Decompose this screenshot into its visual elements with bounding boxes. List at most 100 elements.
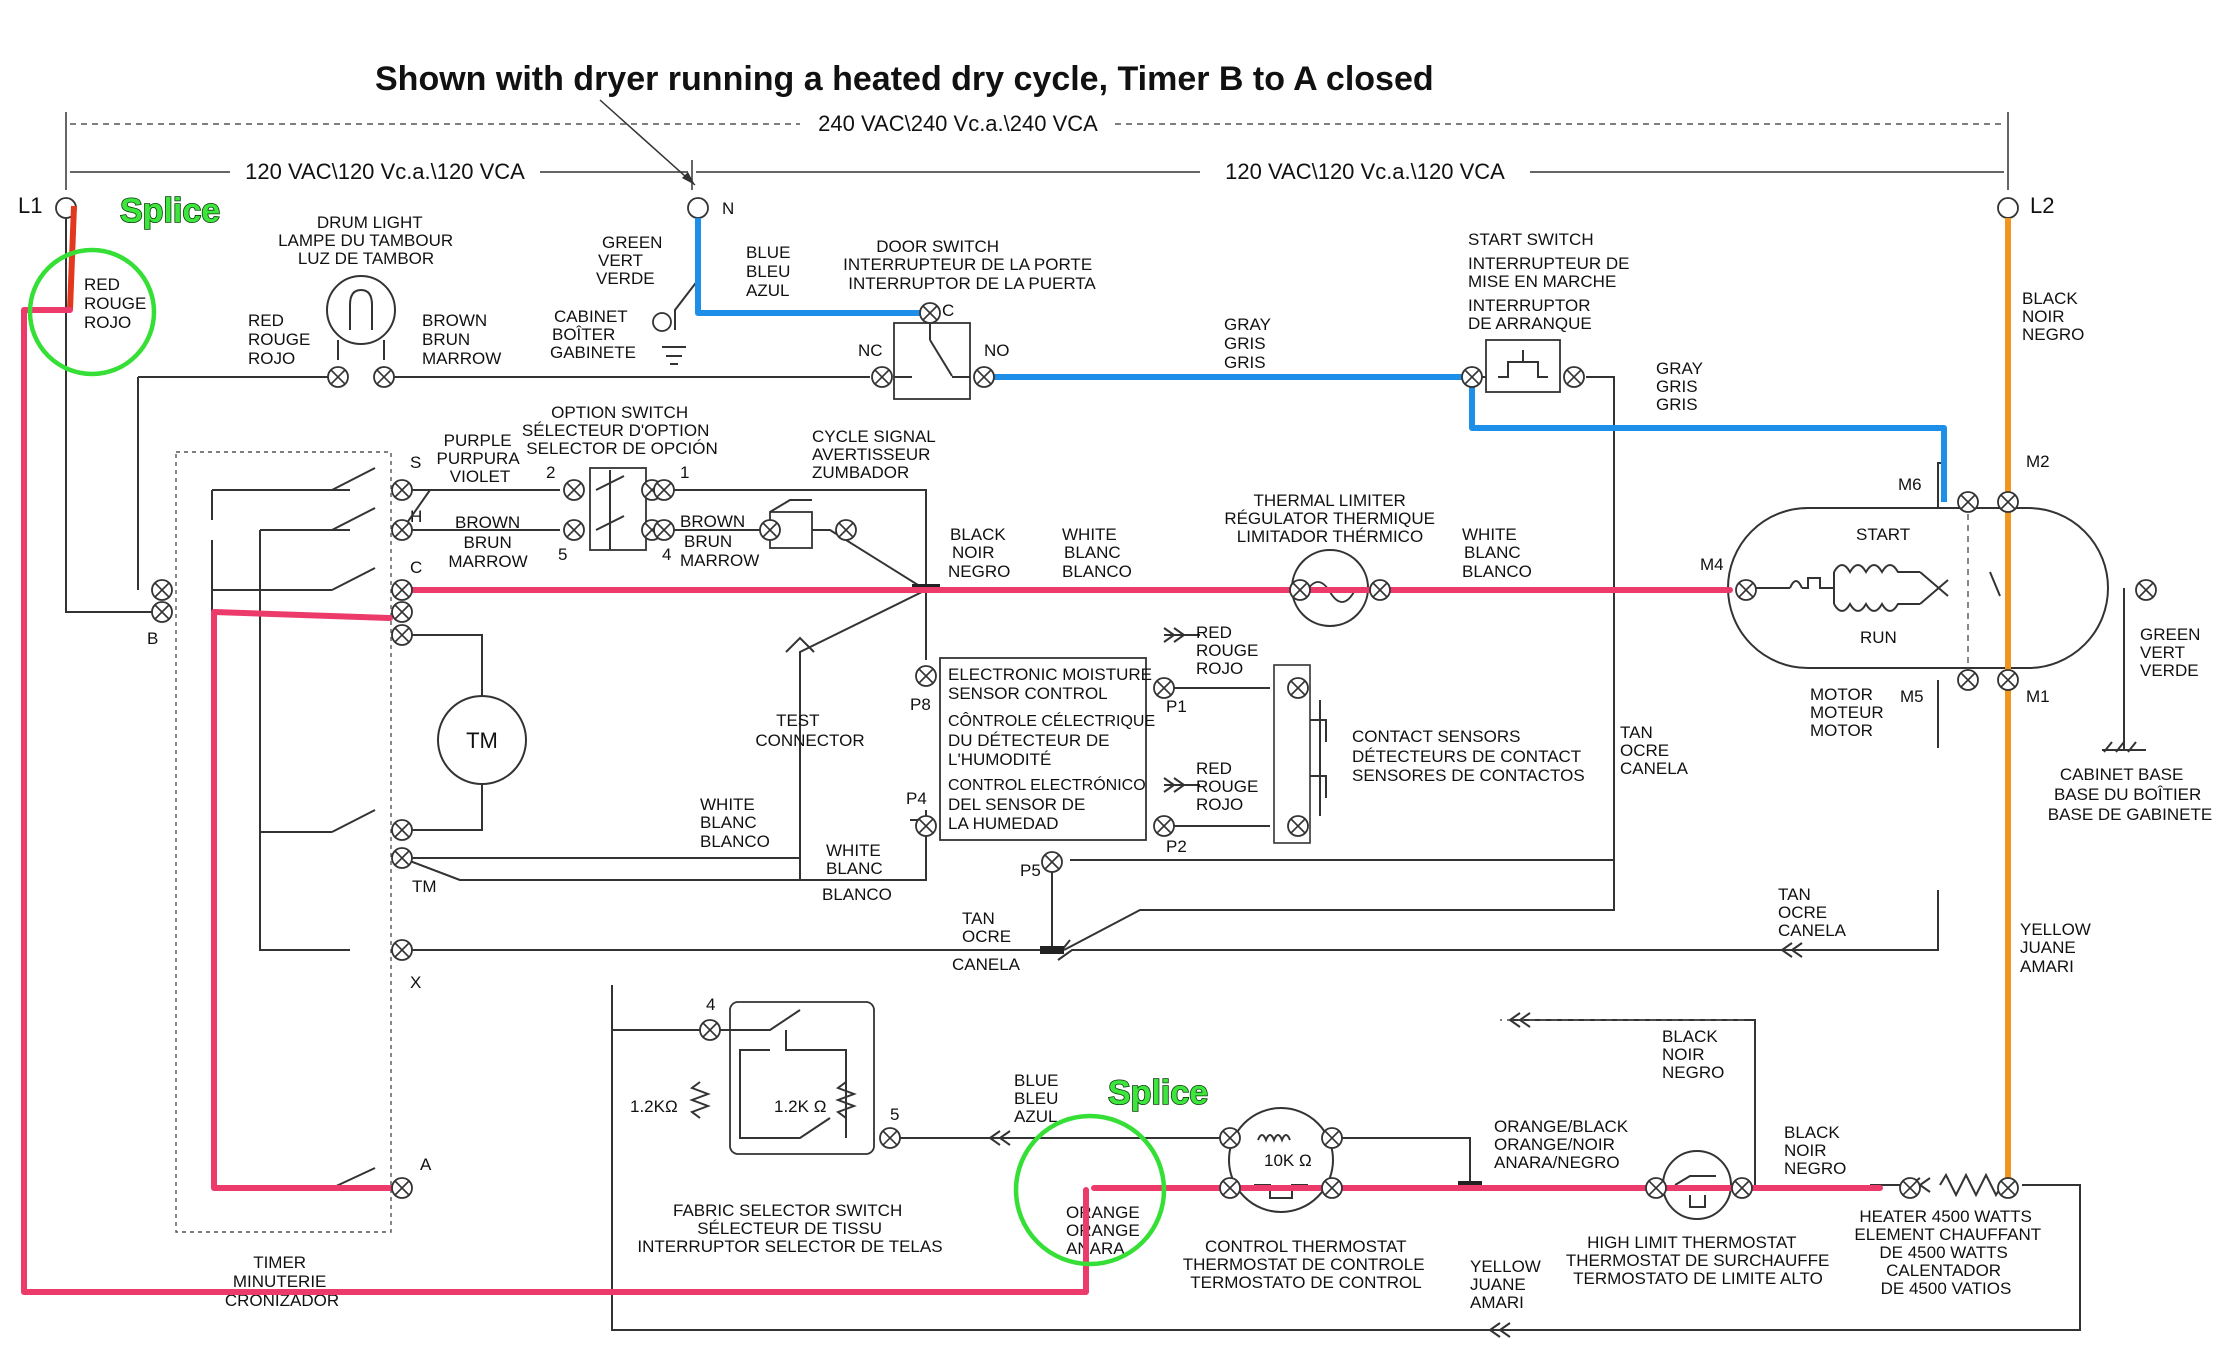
- timer-a-label: A: [420, 1155, 432, 1174]
- motor-m2-label: M2: [2026, 452, 2050, 471]
- timer-enclosure: [175, 451, 392, 1233]
- terminal-marker: [1957, 491, 1979, 513]
- terminal-marker: [391, 847, 413, 869]
- motor-start-label: START: [1856, 525, 1910, 544]
- emsc-box: [939, 657, 1147, 841]
- l2-label: L2: [2030, 193, 2054, 218]
- motor-overload: [1756, 577, 1834, 589]
- terminal-marker: [391, 624, 413, 646]
- red-l1-wire-label: RED ROUGE ROJO: [84, 275, 151, 332]
- gray-wire-2-label: GRAY GRIS GRIS: [1656, 359, 1707, 414]
- door-switch-c-label: C: [942, 301, 954, 320]
- high-limit-bimetal: [1674, 1175, 1716, 1208]
- purple-wire-label: PURPLE PURPURA VIOLET: [437, 431, 524, 486]
- terminal-marker: [915, 815, 937, 837]
- timer-contact-c: [212, 567, 376, 591]
- emsc-p5-label: P5: [1020, 861, 1041, 880]
- timer-c-label: C: [410, 558, 422, 577]
- terminal-marker: [1153, 815, 1175, 837]
- motor-run-label: RUN: [1860, 628, 1897, 647]
- timer-tm-label: TM: [412, 877, 437, 896]
- brown-h-wire-label: BROWN BRUN MARROW: [448, 513, 527, 571]
- timer-b-label: B: [147, 629, 158, 648]
- terminal-marker: [1289, 579, 1311, 601]
- fabric-selector-t4: 4: [706, 995, 715, 1014]
- black-mid-wire-label: BLACK NOIR NEGRO: [948, 525, 1010, 581]
- emsc-label: ELECTRONIC MOISTURE SENSOR CONTROL CÔNTR…: [948, 665, 1160, 833]
- terminal-marker: [1997, 669, 2019, 691]
- terminal-marker: [391, 579, 413, 601]
- terminal-marker: [151, 579, 173, 601]
- terminal-marker: [879, 1127, 901, 1149]
- cabinet-ground-terminal: [652, 312, 672, 332]
- gray-wire-1-label: GRAY GRIS GRIS: [1224, 315, 1275, 372]
- resistor-1-label: 1.2KΩ: [630, 1097, 678, 1116]
- brown-lamp-wire-label: BROWN BRUN MARROW: [422, 311, 501, 368]
- terminal-marker: [1899, 1177, 1921, 1199]
- white-right-wire-label: WHITE BLANC BLANCO: [1462, 525, 1532, 581]
- terminal-marker: [1219, 1127, 1241, 1149]
- fabric-selector-body: [729, 1001, 875, 1155]
- terminal-marker: [2135, 579, 2157, 601]
- terminal-marker: [1153, 677, 1175, 699]
- red-p2-wire-label: RED ROUGE ROJO: [1196, 759, 1263, 814]
- terminal-marker: [327, 366, 349, 388]
- drum-light-filament: [349, 288, 373, 330]
- option-switch-t5: 5: [558, 545, 567, 564]
- terminal-marker: [1957, 669, 1979, 691]
- cycle-signal-wire-2: [664, 529, 927, 591]
- tan-splice-block: [1040, 946, 1064, 954]
- test-connector-plug: [785, 636, 815, 653]
- drum-light-bulb: [326, 275, 396, 345]
- test-connector-label: TEST CONNECTOR: [755, 711, 864, 750]
- terminal-marker: [1997, 1177, 2019, 1199]
- fabric-selector-contacts: [710, 1009, 847, 1139]
- yellow-right-wire-label: YELLOW JUANE AMARI: [2020, 920, 2096, 976]
- terminal-marker: [1321, 1177, 1343, 1199]
- terminal-marker: [759, 519, 781, 541]
- blue-n-wire-label: BLUE BLEU AZUL: [746, 243, 795, 300]
- terminal-marker: [391, 479, 413, 501]
- terminal-marker: [1219, 1177, 1241, 1199]
- thermal-limiter-label: THERMAL LIMITER RÉGULATOR THERMIQUE LIMI…: [1224, 491, 1439, 546]
- resistor-2-symbol: [835, 1081, 857, 1119]
- motor-switch-contacts: [1919, 571, 1949, 605]
- terminal-marker: [1645, 1177, 1667, 1199]
- motor-run-winding: [1833, 601, 1920, 612]
- blue-wire-connector: [988, 1130, 1011, 1146]
- voltage-120-left: 120 VAC\120 Vc.a.\120 VCA: [245, 159, 525, 184]
- blue-gray-highlight: [980, 374, 1947, 502]
- terminal-marker: [391, 601, 413, 623]
- terminal-marker: [391, 939, 413, 961]
- yellow-bottom-wire-label: YELLOW JUANE AMARI: [1470, 1257, 1546, 1312]
- terminal-marker: [699, 1019, 721, 1041]
- terminal-marker: [391, 519, 413, 541]
- blue-fs-wire-label: BLUE BLEU AZUL: [1014, 1071, 1063, 1126]
- tan-wire-connector: [1780, 942, 1803, 958]
- terminal-marker: [391, 1177, 413, 1199]
- white-p4-wire: [401, 810, 927, 881]
- heater-element-symbol: [1939, 1172, 2003, 1198]
- red-timer-ba-highlight: [211, 609, 393, 1191]
- test-connector-wire: [799, 589, 927, 760]
- terminal-marker: [151, 601, 173, 623]
- blue-neutral-highlight: [695, 218, 930, 316]
- dashed-lead-arrow: [1508, 1012, 1531, 1028]
- motor-m6-label: M6: [1898, 475, 1922, 494]
- start-switch-body: [1485, 339, 1561, 393]
- l1-label: L1: [18, 193, 42, 218]
- door-switch-body: [893, 322, 971, 400]
- red-lamp-wire-label: RED ROUGE ROJO: [248, 311, 315, 368]
- timer-label: TIMER MINUTERIE CRONIZADOR: [225, 1253, 339, 1310]
- door-switch-label: DOOR SWITCH INTERRUPTEUR DE LA PORTE INT…: [843, 237, 1097, 293]
- cabinet-base-label: CABINET BASE BASE DU BOÎTIER BASE DE GAB…: [2048, 765, 2212, 824]
- l2-terminal: [1997, 197, 2019, 219]
- option-switch-label: OPTION SWITCH SÉLECTEUR D'OPTION SELECTO…: [522, 403, 718, 458]
- cycle-signal-wire-1: [664, 489, 927, 590]
- timer-s-label: S: [410, 453, 421, 472]
- control-thermostat-heater: [1257, 1134, 1291, 1143]
- terminal-marker: [1731, 1177, 1753, 1199]
- terminal-marker: [1287, 815, 1309, 837]
- green-motor-wire-label: GREEN VERT VERDE: [2140, 625, 2205, 680]
